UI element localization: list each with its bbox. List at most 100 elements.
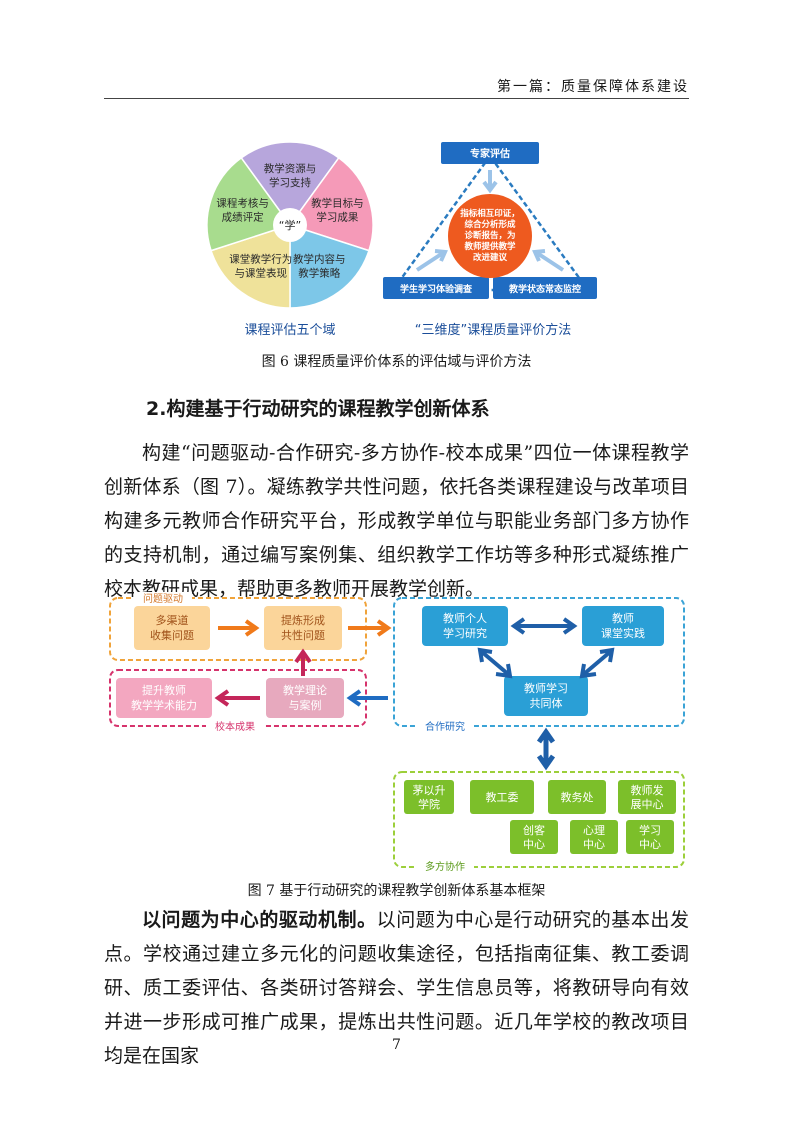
unit-box <box>618 780 676 814</box>
unit-label: 中心 <box>639 838 661 851</box>
wheel-center <box>273 208 307 242</box>
wheel-segment-label: 教学目标与 <box>311 197 364 210</box>
figure-7: 问题驱动 校本成果 合作研究 多方协作 多渠道 收集问题 提炼形成 共性问题 提… <box>109 592 685 873</box>
center-text-line: 综合分析形成 <box>464 219 516 230</box>
vertical-double-arrow-icon <box>536 727 556 771</box>
arrow-right-icon <box>218 619 260 637</box>
improve-line1: 提升教师 <box>142 684 186 697</box>
page-number: 7 <box>392 1037 401 1053</box>
problem-group-label: 问题驱动 <box>143 592 183 605</box>
unit-label: 教师发 <box>631 783 664 797</box>
unit-label: 创客 <box>523 823 545 837</box>
monitor-label: 教学状态常态监控 <box>508 283 581 295</box>
cooperate-group-label: 合作研究 <box>425 720 465 733</box>
multi-group-frame <box>393 771 685 868</box>
header-rule <box>104 98 689 99</box>
wheel-segment <box>240 141 340 227</box>
wheel-segment <box>288 156 374 252</box>
personal-box <box>422 606 508 646</box>
arrow-right-icon <box>348 619 392 637</box>
multi-units: 茅以升学院教工委教务处教师发展中心创客中心心理中心学习中心 <box>404 780 676 854</box>
refine-line1: 提炼形成 <box>281 613 325 627</box>
center-text-line: 改进建议 <box>473 252 508 263</box>
wheel-segment-label: 教学策略 <box>298 266 340 279</box>
wheel-center-label: “学” <box>279 218 301 232</box>
school-group-label: 校本成果 <box>215 720 255 733</box>
refine-line2: 共性问题 <box>281 628 325 642</box>
unit-box <box>626 820 674 854</box>
wheel-segment-label: 课堂教学行为 <box>229 252 292 265</box>
wheel-segment <box>210 223 291 309</box>
double-arrow-icon <box>510 617 578 635</box>
unit-label: 茅以升 <box>413 784 446 797</box>
expert-label: 专家评估 <box>470 147 510 160</box>
unit-label: 中心 <box>583 838 605 851</box>
collect-line2: 收集问题 <box>150 628 194 642</box>
triangle-caption: “三维度”课程质量评价方法 <box>415 322 571 338</box>
personal-line1: 教师个人 <box>443 612 487 625</box>
wheel-segment-label: 学习支持 <box>269 176 311 189</box>
double-arrow-icon <box>477 647 513 679</box>
arrow-up-right-icon <box>415 249 448 272</box>
arrow-left-icon <box>214 689 260 707</box>
section-heading: 2.构建基于行动研究的课程教学创新体系 <box>146 398 490 420</box>
unit-label: 中心 <box>523 838 545 851</box>
practice-line2: 课堂实践 <box>601 626 645 640</box>
running-header: 第一篇：质量保障体系建设 <box>497 79 689 95</box>
figure-6: 教学资源与学习支持教学目标与学习成果教学内容与教学策略课堂教学行为与课堂表现课程… <box>206 141 597 338</box>
community-line1: 教师学习 <box>524 681 568 695</box>
center-circle <box>448 194 532 278</box>
monitor-box <box>493 277 597 299</box>
cooperate-group-frame <box>393 597 685 727</box>
evaluation-wheel: 教学资源与学习支持教学目标与学习成果教学内容与教学策略课堂教学行为与课堂表现课程… <box>206 141 374 309</box>
student-survey-box <box>383 277 489 299</box>
personal-line2: 学习研究 <box>443 626 487 640</box>
unit-box <box>404 780 454 814</box>
theory-line1: 教学理论 <box>283 683 327 697</box>
paragraph-1: 构建“问题驱动-合作研究-多方协作-校本成果”四位一体课程教学创新体系（图 7）… <box>104 436 689 606</box>
paragraph-2: 以问题为中心的驱动机制。以问题为中心是行动研究的基本出发点。学校通过建立多元化的… <box>104 903 689 1073</box>
wheel-caption: 课程评估五个域 <box>244 323 335 338</box>
community-box <box>504 676 588 716</box>
collect-line1: 多渠道 <box>156 613 189 627</box>
arrow-down-icon <box>482 170 498 194</box>
wheel-segment <box>289 223 370 309</box>
community-line2: 共同体 <box>530 696 563 710</box>
wheel-segment-label: 与课堂表现 <box>234 266 287 279</box>
wheel-segment-label: 教学资源与 <box>264 162 317 175</box>
triangle-outline <box>390 153 591 292</box>
center-text-line: 指标相互印证， <box>460 208 520 219</box>
multi-group-label: 多方协作 <box>425 860 465 873</box>
unit-label: 学院 <box>418 797 440 811</box>
student-survey-label: 学生学习体验调查 <box>400 283 473 295</box>
double-arrow-icon <box>579 647 615 679</box>
unit-label: 心理 <box>583 824 605 837</box>
unit-box <box>510 820 558 854</box>
paragraph-2-text: 以问题为中心是行动研究的基本出发点。学校通过建立多元化的问题收集途径，包括指南征… <box>104 909 689 1067</box>
wheel-segment-label: 教学内容与 <box>293 252 346 265</box>
refine-box <box>264 606 342 650</box>
unit-box <box>570 820 618 854</box>
arrow-up-left-icon <box>532 249 565 272</box>
practice-line1: 教师 <box>612 612 634 625</box>
paragraph-1-text: 构建“问题驱动-合作研究-多方协作-校本成果”四位一体课程教学创新体系（图 7）… <box>104 442 689 600</box>
figure-7-caption: 图 7 基于行动研究的课程教学创新体系基本框架 <box>247 883 546 899</box>
unit-label: 展中心 <box>631 798 664 811</box>
unit-label: 教工委 <box>486 791 519 804</box>
unit-label: 教务处 <box>561 791 594 804</box>
practice-box <box>582 606 664 646</box>
wheel-segment-label: 课程考核与 <box>216 197 269 210</box>
wheel-segment-label: 成绩评定 <box>222 211 264 224</box>
three-dimension-diagram: 专家评估 学生学习体验调查 教学状态常态监控 指标相互印证，综合分析形成诊断报告… <box>383 142 597 299</box>
unit-box <box>470 780 534 814</box>
unit-label: 学习 <box>639 823 661 837</box>
improve-box <box>116 678 212 718</box>
collect-box <box>134 606 210 650</box>
center-text-line: 教师提供教学 <box>463 241 516 252</box>
theory-box <box>266 678 344 718</box>
arrow-left-icon <box>346 689 388 707</box>
arrow-up-icon <box>294 648 312 676</box>
paragraph-2-lead: 以问题为中心的驱动机制。 <box>142 909 377 931</box>
theory-line2: 与案例 <box>289 698 322 712</box>
